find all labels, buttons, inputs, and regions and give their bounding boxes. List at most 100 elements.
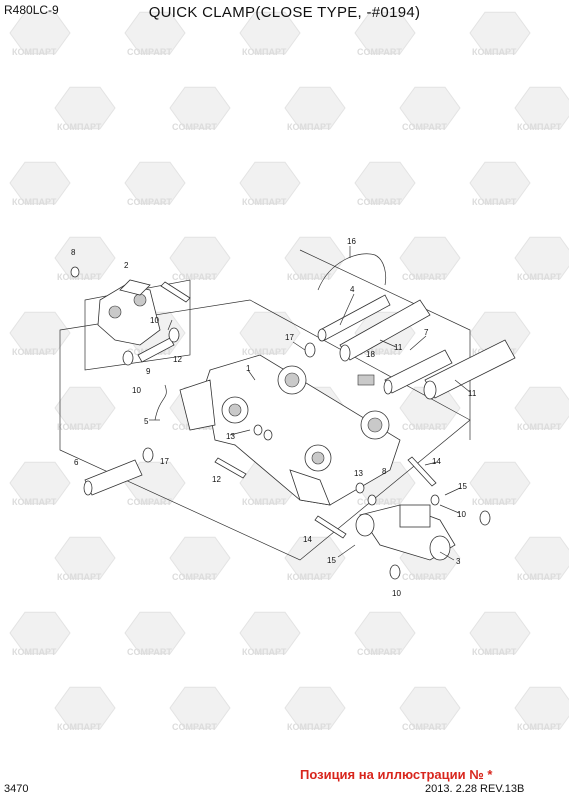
- page-title: QUICK CLAMP(CLOSE TYPE, -#0194): [148, 4, 421, 21]
- callout-label: 11: [394, 343, 403, 352]
- watermark-hex: [54, 536, 116, 580]
- watermark-mark: КОМПАРТ: [239, 161, 301, 207]
- watermark-hex: [124, 161, 186, 205]
- watermark-text: КОМПАРТ: [242, 497, 287, 507]
- assembly-outline-lines: [59, 249, 471, 561]
- watermark-hex: [169, 86, 231, 130]
- watermark-text: COMPART: [357, 647, 402, 657]
- model-label: R480LC-9: [4, 3, 59, 17]
- callout-label: 13: [354, 469, 363, 478]
- watermark-hex: [284, 236, 346, 280]
- watermark-hex: [124, 611, 186, 655]
- watermark-mark: КОМПАРТ: [9, 11, 71, 57]
- watermark-mark: КОМПАРТ: [9, 161, 71, 207]
- watermark-hex: [239, 11, 301, 55]
- callout-label: 15: [327, 556, 336, 565]
- watermark-text: КОМПАРТ: [472, 647, 517, 657]
- watermark-mark: КОМПАРТ: [284, 536, 346, 582]
- watermark-mark: COMPART: [354, 611, 416, 657]
- callout-label: 17: [160, 457, 169, 466]
- watermark-mark: КОМПАРТ: [239, 311, 301, 357]
- watermark-hex: [514, 686, 569, 730]
- callout-label: 12: [212, 475, 221, 484]
- watermark-text: КОМПАРТ: [287, 272, 332, 282]
- watermark-mark: КОМПАРТ: [469, 611, 531, 657]
- watermark-mark: КОМПАРТ: [514, 386, 569, 432]
- watermark-mark: КОМПАРТ: [9, 311, 71, 357]
- watermark-mark: КОМПАРТ: [54, 86, 116, 132]
- watermark-mark: КОМПАРТ: [54, 236, 116, 282]
- watermark-text: КОМПАРТ: [57, 122, 102, 132]
- watermark-text: КОМПАРТ: [517, 272, 562, 282]
- callout-label: 15: [458, 482, 467, 491]
- watermark-text: КОМПАРТ: [242, 197, 287, 207]
- watermark-hex: [9, 161, 71, 205]
- watermark-hex: [124, 11, 186, 55]
- watermark-mark: КОМПАРТ: [54, 686, 116, 732]
- watermark-text: COMPART: [357, 347, 402, 357]
- callout-label: 14: [432, 457, 441, 466]
- watermark-layer: КОМПАРТ COMPART КОМПАРТ COMPART КОМПАРТ КОМПА…: [9, 11, 569, 732]
- hose-part-16: [317, 253, 387, 291]
- callout-label: 11: [468, 389, 477, 398]
- watermark-text: КОМПАРТ: [242, 47, 287, 57]
- watermark-text: COMPART: [357, 47, 402, 57]
- watermark-mark: КОМПАРТ: [284, 86, 346, 132]
- watermark-hex: [399, 86, 461, 130]
- watermark-mark: КОМПАРТ: [239, 11, 301, 57]
- watermark-hex: [9, 461, 71, 505]
- watermark-text: КОМПАРТ: [472, 497, 517, 507]
- watermark-text: КОМПАРТ: [287, 572, 332, 582]
- watermark-text: COMPART: [402, 122, 447, 132]
- watermark-text: COMPART: [357, 197, 402, 207]
- watermark-text: КОМПАРТ: [287, 722, 332, 732]
- watermark-text: COMPART: [402, 722, 447, 732]
- watermark-hex: [54, 236, 116, 280]
- footer-note: Позиция на иллюстрации № *: [300, 767, 493, 782]
- watermark-text: COMPART: [127, 647, 172, 657]
- watermark-mark: КОМПАРТ: [239, 611, 301, 657]
- callout-label: 8: [382, 467, 387, 476]
- watermark-hex: [469, 161, 531, 205]
- callout-label: 5: [144, 417, 149, 426]
- watermark-hex: [514, 236, 569, 280]
- watermark-mark: COMPART: [169, 686, 231, 732]
- watermark-hex: [469, 461, 531, 505]
- watermark-mark: COMPART: [399, 86, 461, 132]
- watermark-mark: КОМПАРТ: [54, 386, 116, 432]
- watermark-mark: КОМПАРТ: [284, 686, 346, 732]
- watermark-mark: КОМПАРТ: [514, 236, 569, 282]
- callout-label: 16: [347, 237, 356, 246]
- watermark-hex: [354, 161, 416, 205]
- callout-label: 4: [350, 285, 355, 294]
- watermark-text: КОМПАРТ: [242, 347, 287, 357]
- watermark-text: COMPART: [127, 497, 172, 507]
- watermark-hex: [169, 236, 231, 280]
- watermark-mark: COMPART: [354, 161, 416, 207]
- watermark-mark: КОМПАРТ: [54, 536, 116, 582]
- revision-label: 2013. 2.28 REV.13B: [425, 783, 525, 795]
- watermark-text: COMPART: [172, 572, 217, 582]
- watermark-hex: [9, 311, 71, 355]
- watermark-mark: COMPART: [124, 161, 186, 207]
- watermark-mark: КОМПАРТ: [9, 611, 71, 657]
- watermark-text: COMPART: [172, 272, 217, 282]
- callout-label: 17: [285, 333, 294, 342]
- watermark-hex: [469, 611, 531, 655]
- watermark-hex: [169, 536, 231, 580]
- watermark-hex: [284, 536, 346, 580]
- watermark-hex: [284, 86, 346, 130]
- watermark-hex: [399, 236, 461, 280]
- callout-label: 2: [124, 261, 129, 270]
- watermark-mark: КОМПАРТ: [469, 161, 531, 207]
- watermark-text: COMPART: [127, 197, 172, 207]
- callout-label: 13: [226, 432, 235, 441]
- watermark-mark: КОМПАРТ: [9, 461, 71, 507]
- watermark-mark: COMPART: [399, 236, 461, 282]
- watermark-mark: КОМПАРТ: [284, 236, 346, 282]
- watermark-text: КОМПАРТ: [242, 647, 287, 657]
- watermark-mark: COMPART: [124, 611, 186, 657]
- watermark-text: COMPART: [402, 422, 447, 432]
